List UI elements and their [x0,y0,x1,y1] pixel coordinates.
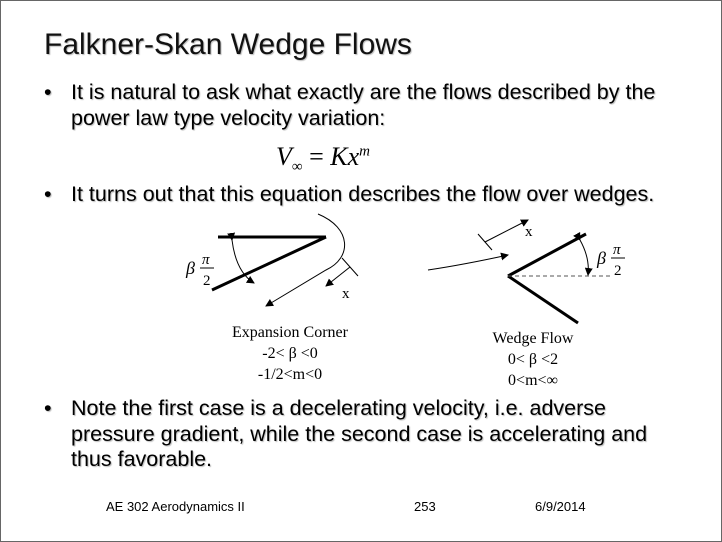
equation-lhs-subscript: ∞ [291,159,303,176]
expansion-pi-symbol: π [202,252,210,268]
wedge-caption-title: Wedge Flow [492,330,574,347]
bullet-2-text: It turns out that this equation describe… [71,182,655,206]
wedge-streamline-arrow [427,252,509,271]
bullet-3-text: Note the first case is a decelerating ve… [71,396,648,471]
wedge-pi-symbol: π [613,242,621,258]
slide-title: Falkner-Skan Wedge Flows [44,28,412,61]
footer-course: AE 302 Aerodynamics II [106,499,245,514]
velocity-equation: V∞ = Kxm [276,142,370,176]
wedge-angle-arc [573,231,593,276]
equation-rhs-exponent: m [359,143,370,160]
equation-lhs: V [276,142,292,171]
wedge-caption-beta-range: 0< β <2 [507,351,559,368]
expansion-caption-m-range: -1/2<m<0 [257,366,323,383]
wedge-wall-lower [507,274,579,325]
bullet-marker: • [44,182,52,206]
bullet-1-text: It is natural to ask what exactly are th… [71,80,656,130]
expansion-x-label: x [342,286,350,302]
wedge-x-arrow [484,219,529,243]
expansion-caption-title: Expansion Corner [232,324,348,341]
equation-equals: = [302,142,331,171]
expansion-caption: Expansion Corner -2< β <0 -1/2<m<0 [210,322,370,385]
wedge-x-label: x [525,224,533,240]
wedge-beta-symbol: β [596,248,606,268]
footer-page-number: 253 [414,499,436,514]
expansion-streamline-arrow [265,213,345,307]
expansion-beta-symbol: β [185,258,195,278]
wedge-flow-diagram: x β π 2 [427,219,625,325]
bullet-marker: • [44,80,52,104]
wedge-wall-upper [507,232,587,278]
equation-rhs: Kx [330,142,360,171]
expansion-fraction-two: 2 [203,273,211,289]
expansion-wall-lower [211,235,327,292]
bullet-marker: • [44,396,52,420]
wedge-caption-m-range: 0<m<∞ [508,372,558,389]
footer-date: 6/9/2014 [535,499,586,514]
wedge-fraction-two: 2 [614,263,622,279]
expansion-x-arrow [325,266,351,287]
expansion-angle-arc [227,232,255,284]
expansion-corner-diagram: β π 2 x [185,213,359,307]
wedge-caption: Wedge Flow 0< β <2 0<m<∞ [460,328,606,391]
expansion-caption-beta-range: -2< β <0 [262,345,318,362]
